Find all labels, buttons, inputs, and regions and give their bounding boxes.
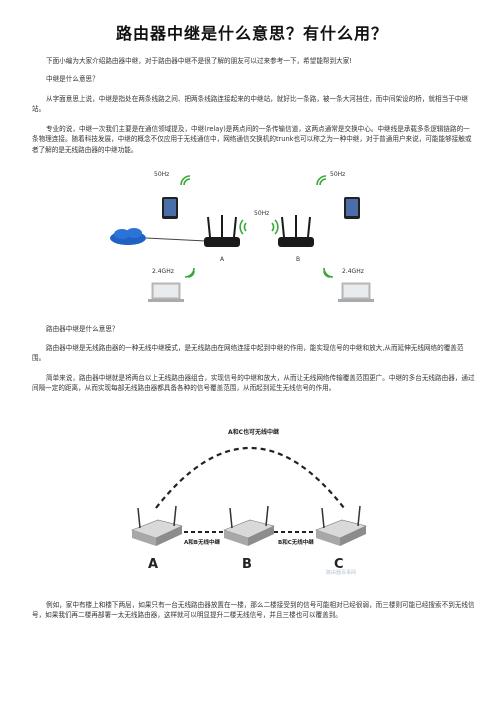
router-a-icon [131,505,183,546]
label-50ghz-left: 50Hz [154,171,169,178]
router-b-icon [223,505,275,546]
label-24ghz-left: 2.4GHz [152,268,174,275]
label-50ghz-right: 50Hz [330,171,345,178]
wifi-icon-left-top [180,175,191,186]
tablet-right-icon [344,197,360,219]
ab-relay-label: A和B无线中继 [184,538,220,546]
router-b-label: B [296,256,300,263]
intro-paragraph: 下面小编为大家介绍路由器中继，对于路由器中继不是很了解的朋友可以过来参考一下，希… [46,57,352,65]
question-heading-1: 中继是什么意思？ [46,75,99,83]
paragraph-5: 例如，家中有楼上和楼下两层，如果只有一台无线路由器放置在一楼，那么二楼接受到的信… [32,601,475,620]
three-router-relay-figure: A和C也可无线中继 A和B无线中继 B和C无线中继 A B C 路由器百事网 [131,428,367,576]
laptop-right-icon [338,282,374,302]
article-title: 路由器中继是什么意思？有什么用？ [115,24,388,43]
wifi-icon-mid [239,219,279,235]
tablet-left-icon [162,197,178,219]
paragraph-2: 专业的说，中继一次我们主要是在通信领域提及，中继(relay)是两点间的一条传输… [32,125,472,154]
node-a-label: A [148,557,158,572]
paragraph-4: 简单来说，路由器中继就是将两台以上无线路由器组合，实现信号的中继和放大，从而让无… [32,374,475,393]
bc-relay-label: B和C无线中继 [278,538,314,546]
ac-relay-arc [155,447,345,509]
wifi-icon-right-top [316,175,327,186]
internet-cloud-icon [110,228,146,245]
router-c-icon [315,505,367,546]
router-a-icon [204,215,240,247]
node-c-label: C [334,557,344,572]
label-24ghz-right: 2.4GHz [342,268,364,275]
router-a-label: A [220,256,225,263]
watermark-text: 路由器百事网 [326,569,356,576]
label-50ghz-mid: 50Hz [254,210,269,217]
wifi-icon-right-bottom [323,267,334,278]
node-b-label: B [242,557,252,572]
laptop-left-icon [148,282,184,302]
wifi-icon-left-bottom [184,267,195,278]
paragraph-1: 从字面意思上说，中继是指处在两条线路之间、把两条线路连接起来的中继站，就好比一条… [32,95,468,114]
question-heading-2: 路由器中继是什么意思？ [46,325,119,333]
relay-diagram-figure: 50Hz A B 50Hz 50Hz 2. [110,171,374,302]
router-b-icon [278,215,314,247]
paragraph-3: 路由器中继是无线路由器的一种无线中继模式，是无线路由在网络连接中起到中继的作用，… [32,344,464,363]
arc-label: A和C也可无线中继 [228,428,279,436]
